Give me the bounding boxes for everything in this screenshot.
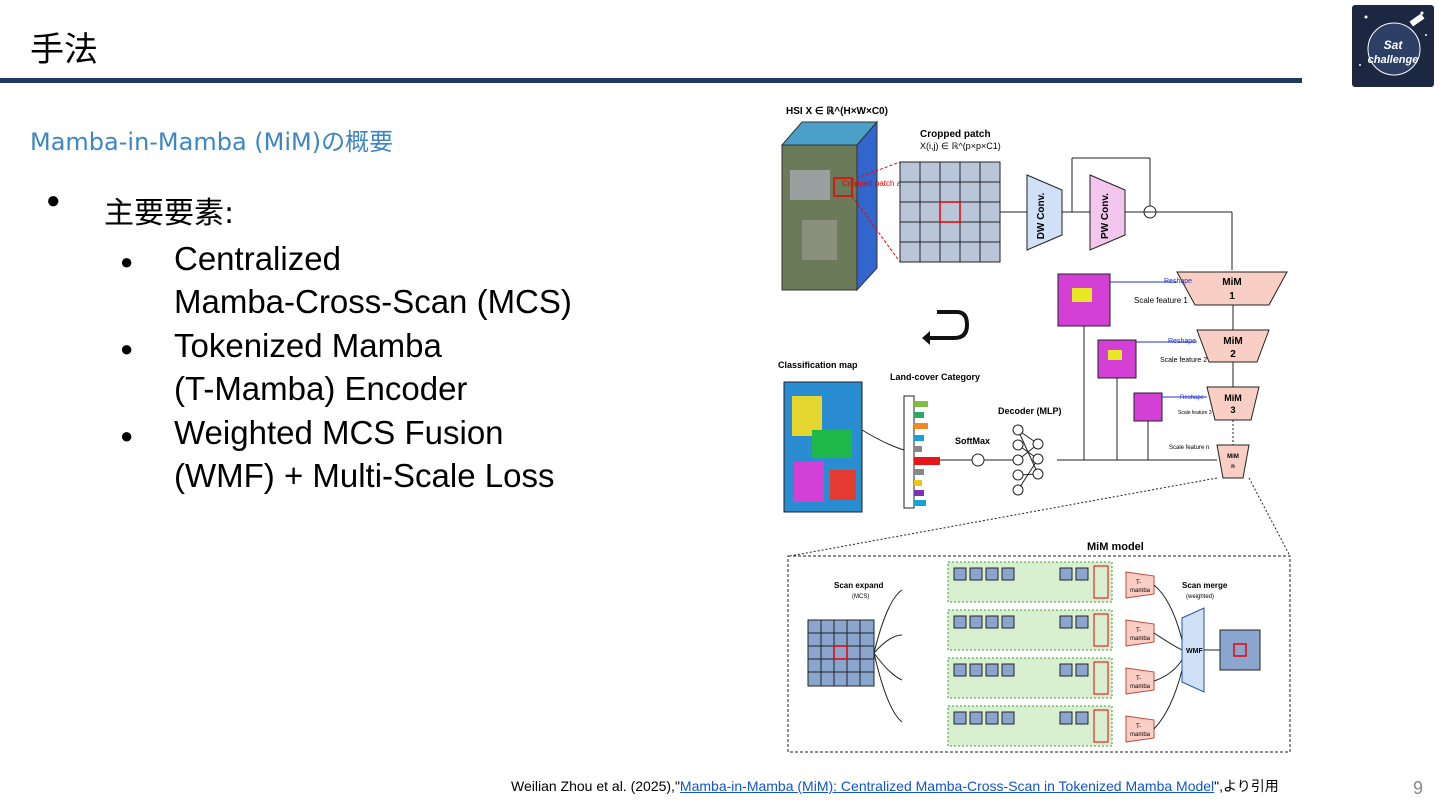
- svg-text:MiM: MiM: [1222, 277, 1241, 288]
- return-arrow-icon: [930, 310, 970, 340]
- svg-text:Scale feature n: Scale feature n: [1169, 445, 1209, 451]
- svg-text:T-: T-: [1136, 628, 1141, 634]
- svg-text:3: 3: [1230, 405, 1235, 415]
- bullet-main-text: 主要要素:: [104, 196, 235, 231]
- citation-suffix: ",より引用: [1214, 778, 1279, 794]
- landcover-bar: [903, 395, 915, 509]
- svg-text:Scale feature 1: Scale feature 1: [1134, 296, 1188, 305]
- cropped-patch: [899, 161, 1001, 263]
- landcover-label-line: Land-cover Category: [890, 372, 980, 382]
- svg-text:mamba: mamba: [1130, 636, 1151, 642]
- cropped-label: Cropped patch: [920, 129, 991, 140]
- landcover-category-bars: [914, 401, 940, 506]
- decoder-label: Decoder (MLP): [998, 406, 1062, 416]
- mim-block-1: [1176, 271, 1288, 306]
- svg-text:T-: T-: [1136, 724, 1141, 730]
- bullet-dot: ●: [120, 336, 134, 361]
- logo-text-1: Sat: [1384, 38, 1404, 52]
- svg-text:Scan expand: Scan expand: [834, 581, 883, 590]
- bullet-dot: ●: [120, 423, 134, 448]
- section-subtitle: Mamba-in-Mamba (MiM)の概要: [30, 128, 394, 156]
- citation-prefix: Weilian Zhou et al. (2025),": [511, 778, 680, 794]
- input-token-grid: [807, 619, 875, 687]
- scale-feature-3-map: [1133, 392, 1163, 422]
- svg-text:n: n: [1231, 464, 1235, 470]
- svg-text:mamba: mamba: [1130, 732, 1151, 738]
- page-number: 9: [1413, 778, 1424, 798]
- mim-block-n: [1216, 444, 1250, 479]
- bullet-dot: ●: [120, 249, 134, 274]
- svg-text:Reshape: Reshape: [1168, 338, 1196, 345]
- dw-conv-block: [1026, 174, 1063, 251]
- citation: Weilian Zhou et al. (2025),"Mamba-in-Mam…: [511, 776, 1279, 796]
- pw-conv-block: [1089, 174, 1126, 251]
- decoder-mlp: [1012, 424, 1044, 496]
- svg-text:1: 1: [1229, 291, 1235, 302]
- hsi-cube-front: [781, 144, 858, 291]
- logo-graphic: Sat challenge: [1359, 11, 1427, 76]
- mim-block-2: [1196, 329, 1270, 363]
- sub-bullet-text: Tokenized Mamba(T-Mamba) Encoder: [174, 327, 468, 407]
- satai-challenge-logo: Sat challenge: [1352, 5, 1434, 87]
- svg-text:2: 2: [1230, 349, 1236, 360]
- t-mamba-blocks: [1125, 571, 1155, 743]
- svg-text:Scale feature 3: Scale feature 3: [1178, 410, 1212, 416]
- slide-title: 手法: [30, 30, 98, 70]
- pw-label: PW Conv.: [1100, 193, 1111, 239]
- softmax-label: SoftMax: [955, 436, 990, 446]
- title-rule: [0, 78, 1302, 83]
- cropped-red-text: Cropped patch after PCA: [842, 179, 932, 188]
- svg-text:Scan merge: Scan merge: [1182, 581, 1228, 590]
- citation-link[interactable]: Mamba-in-Mamba (MiM): Centralized Mamba-…: [679, 778, 1215, 794]
- softmax-node: [971, 453, 985, 467]
- mim-block-3: [1206, 386, 1260, 421]
- svg-text:Scale feature 2: Scale feature 2: [1160, 357, 1207, 364]
- wmf-label: WMF: [1186, 648, 1203, 655]
- svg-text:mamba: mamba: [1130, 684, 1151, 690]
- architecture-diagram: HSI X ∈ ℝ^(H×W×C0) Cropped patch after P…: [778, 106, 1291, 753]
- mim-architecture-figure: HSI X ∈ ℝ^(H×W×C0) Cropped patch after P…: [772, 100, 1302, 760]
- classification-label: Classification map: [778, 360, 858, 370]
- svg-text:T-: T-: [1136, 580, 1141, 586]
- svg-text:Reshape: Reshape: [1180, 395, 1205, 401]
- hsi-label: HSI X ∈ ℝ^(H×W×C0): [786, 106, 888, 117]
- sub-bullet-text: Weighted MCS Fusion(WMF) + Multi-Scale L…: [174, 414, 555, 494]
- svg-text:MiM: MiM: [1224, 393, 1242, 403]
- svg-text:(MCS): (MCS): [852, 594, 869, 600]
- svg-text:mamba: mamba: [1130, 588, 1151, 594]
- svg-text:(weighted): (weighted): [1186, 594, 1214, 600]
- output-token-grid: [1219, 629, 1261, 671]
- svg-text:MiM: MiM: [1223, 336, 1242, 347]
- bullet-dot: ●: [46, 187, 61, 214]
- mim-model-label: MiM model: [1087, 541, 1144, 553]
- svg-text:MiM: MiM: [1227, 454, 1239, 460]
- svg-text:T-: T-: [1136, 676, 1141, 682]
- dw-label: DW Conv.: [1036, 193, 1047, 240]
- svg-text:Reshape: Reshape: [1164, 278, 1192, 285]
- wmf-block: [1181, 607, 1205, 693]
- cropped-formula: X(i,j) ∈ ℝ^(p×p×C1): [920, 141, 1001, 151]
- logo-text-2: challenge: [1368, 54, 1419, 66]
